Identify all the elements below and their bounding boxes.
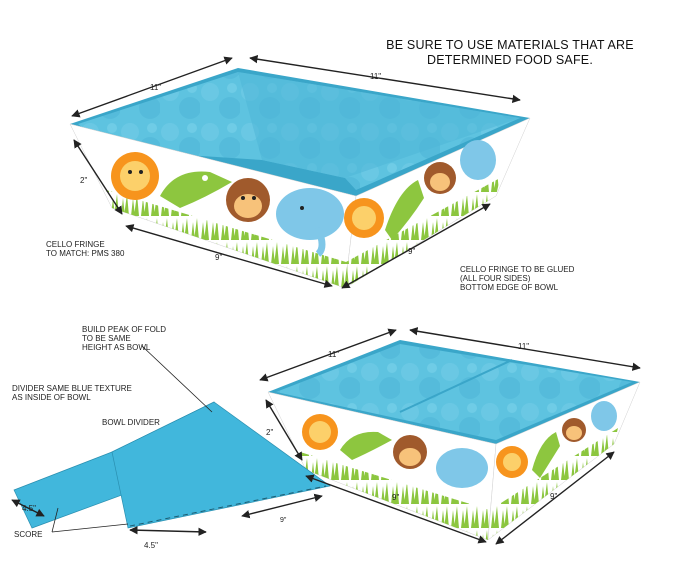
dim-top-right-base: 9" <box>408 247 415 256</box>
dim-bottom-height: 2" <box>266 428 273 437</box>
crocodile-icon <box>160 171 232 208</box>
monkey-icon <box>393 435 427 469</box>
build-peak-line3: HEIGHT AS BOWL <box>82 343 151 352</box>
lion-icon <box>496 446 528 478</box>
elephant-icon <box>436 448 488 488</box>
bottom-bowl <box>267 340 641 541</box>
dim-divider-left-width: 4.5" <box>22 504 36 513</box>
divider-texture-line2: AS INSIDE OF BOWL <box>12 393 91 402</box>
divider-texture-line1: DIVIDER SAME BLUE TEXTURE <box>12 384 132 393</box>
bowl-divider-label-text: BOWL DIVIDER <box>102 418 160 427</box>
build-peak-line2: TO BE SAME <box>82 334 131 343</box>
divider-left-panel <box>13 451 131 529</box>
dim-top-left-length: 11" <box>150 83 161 92</box>
build-peak-line1: BUILD PEAK OF FOLD <box>82 325 167 334</box>
divider-score-line <box>129 485 327 527</box>
monkey-icon <box>424 162 456 194</box>
dim-bottom-right-length: 11" <box>518 342 529 351</box>
dim-top-left-base: 9" <box>215 253 222 262</box>
cello-fringe-match-note: CELLO FRINGE TO MATCH: PMS 380 <box>46 240 124 258</box>
leader-lines <box>51 345 213 533</box>
dim-top-height: 2" <box>80 176 87 185</box>
food-safe-note-line1: BE SURE TO USE MATERIALS THAT ARE <box>386 38 634 52</box>
cello-fringe-glued-line1: CELLO FRINGE TO BE GLUED <box>460 265 575 274</box>
dim-divider-bottom-width: 4.5" <box>144 541 158 550</box>
elephant-icon <box>591 401 617 431</box>
cello-fringe-match-line1: CELLO FRINGE <box>46 240 105 249</box>
cello-fringe-glued-line3: BOTTOM EDGE OF BOWL <box>460 283 559 292</box>
cello-fringe-match-line2: TO MATCH: PMS 380 <box>46 249 125 258</box>
cello-fringe-glued-line2: (ALL FOUR SIDES) <box>460 274 531 283</box>
dim-bottom-left-length: 11" <box>328 350 339 359</box>
bowl-divider-label: BOWL DIVIDER <box>102 418 160 427</box>
dimension-lines <box>11 55 641 545</box>
crocodile-icon <box>340 431 392 460</box>
lion-icon <box>344 198 384 238</box>
dim-divider-length: 9" <box>280 517 287 524</box>
lion-icon <box>302 414 338 450</box>
dim-bottom-right-base: 9" <box>550 492 557 501</box>
build-peak-note: BUILD PEAK OF FOLD TO BE SAME HEIGHT AS … <box>82 325 166 352</box>
dim-bottom-left-base: 9" <box>392 493 399 502</box>
score-label-text: SCORE <box>14 530 43 539</box>
divider-texture-note: DIVIDER SAME BLUE TEXTURE AS INSIDE OF B… <box>12 384 132 402</box>
lion-icon <box>111 152 159 200</box>
cello-fringe-glued-note: CELLO FRINGE TO BE GLUED (ALL FOUR SIDES… <box>460 265 574 292</box>
top-bowl <box>69 68 531 289</box>
monkey-icon <box>226 178 270 222</box>
elephant-icon <box>460 140 496 180</box>
score-label: SCORE <box>14 530 42 539</box>
dim-top-right-length: 11" <box>370 72 381 81</box>
monkey-icon <box>562 418 586 442</box>
